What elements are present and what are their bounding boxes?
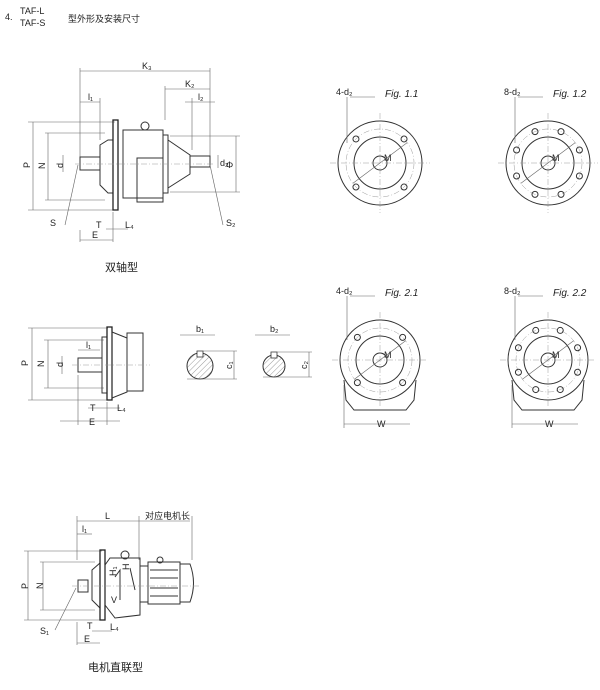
title-model-l: TAF-L <box>20 6 44 16</box>
bolt-hole <box>399 333 407 341</box>
dim-k3: K₃ <box>142 61 152 71</box>
single-shaft-drawing: P N d l₁ T L₄ E b₁ <box>20 324 312 427</box>
dim-t: T <box>87 621 93 631</box>
dim-m: M <box>552 153 560 163</box>
figure-label: Fig. 2.1 <box>385 288 418 299</box>
dim-d2: d₂ <box>220 158 229 168</box>
bolt-hole <box>532 326 540 334</box>
bolt-hole <box>574 344 582 352</box>
dim-e: E <box>92 230 98 240</box>
flange-view-1: 4-d₂ Fig. 1.1M <box>330 87 430 213</box>
dim-d: d <box>55 362 65 367</box>
dim-p: P <box>20 583 30 589</box>
bolt-hole <box>400 135 408 143</box>
sheet-title: 4. TAF-L TAF-S 型外形及安装尺寸 <box>5 6 140 28</box>
bolt-hole <box>557 190 565 198</box>
bolt-hole <box>575 146 583 154</box>
flange-view-3: 4-d₂ Fig. 2.1M W <box>332 286 428 429</box>
title-text: 型外形及安装尺寸 <box>68 13 140 24</box>
dim-m: M <box>384 350 392 360</box>
holes-label: 4-d₂ <box>336 87 353 97</box>
dim-b2: b₂ <box>270 324 279 334</box>
caption-double-shaft: 双轴型 <box>105 260 138 274</box>
dim-w: W <box>377 419 386 429</box>
figure-label: Fig. 1.2 <box>553 89 587 100</box>
dim-e: E <box>89 417 95 427</box>
dim-w: W <box>545 419 554 429</box>
dim-n: N <box>37 163 47 170</box>
dim-motor-length: 对应电机长 <box>145 510 190 521</box>
dim-l4: L₄ <box>117 403 126 413</box>
dim-t: T <box>90 403 96 413</box>
bolt-hole <box>514 344 522 352</box>
dim-l: L <box>105 511 110 521</box>
bolt-hole <box>352 183 360 191</box>
dim-l1: l₁ <box>88 92 93 102</box>
title-number: 4. <box>5 12 13 22</box>
dim-m: M <box>552 350 560 360</box>
label-s2: S₂ <box>226 218 236 228</box>
bolt-hole <box>556 326 564 334</box>
bolt-hole <box>514 368 522 376</box>
bolt-hole <box>556 386 564 394</box>
dim-l4: L₄ <box>125 220 134 230</box>
dim-v: V <box>111 595 117 605</box>
dim-e: E <box>84 634 90 644</box>
dim-m: M <box>384 153 392 163</box>
dim-k2: K₂ <box>185 79 195 89</box>
dim-l1: l₁ <box>86 340 91 350</box>
motor-direct-drawing: L 对应电机长 l₁ P N H₁ H V S₁ T L₄ <box>20 510 200 674</box>
figure-label: Fig. 2.2 <box>553 288 587 299</box>
holes-label: 8-d₂ <box>504 286 521 296</box>
bolt-hole <box>557 128 565 136</box>
bolt-hole <box>353 333 361 341</box>
holes-label: 4-d₂ <box>336 286 353 296</box>
bolt-hole <box>574 368 582 376</box>
dim-n: N <box>36 361 46 368</box>
keyway-section-2: b₂ c₂ <box>255 324 312 378</box>
bolt-hole <box>400 183 408 191</box>
dim-b1: b₁ <box>196 324 204 334</box>
dim-t: T <box>96 220 102 230</box>
bolt-hole <box>513 146 521 154</box>
double-shaft-drawing: K₃ K₂ l₁ l₂ P N d d₂ Φ S S₂ <box>22 61 240 274</box>
bolt-hole <box>399 379 407 387</box>
label-s: S <box>50 218 56 228</box>
label-s1: S₁ <box>40 626 49 636</box>
dim-n: N <box>35 583 45 590</box>
dim-l4: L₄ <box>110 622 119 632</box>
dim-l2: l₂ <box>198 92 204 102</box>
bolt-hole <box>513 172 521 180</box>
keyway-section-1: b₁ c₁ <box>180 324 237 380</box>
flange-view-4: 8-d₂ Fig. 2.2M W <box>500 286 596 429</box>
figure-label: Fig. 1.1 <box>385 89 418 100</box>
base-foot <box>343 379 417 411</box>
title-model-s: TAF-S <box>20 18 45 28</box>
dim-l1: l₁ <box>82 524 87 534</box>
flange-view-2: 8-d₂ Fig. 1.2M <box>498 87 598 213</box>
bolt-hole <box>532 386 540 394</box>
base-foot <box>511 379 585 411</box>
dim-p: P <box>22 162 32 168</box>
holes-label: 8-d₂ <box>504 87 521 97</box>
bolt-hole <box>531 128 539 136</box>
dim-p: P <box>20 360 30 366</box>
dim-h: H <box>121 564 131 571</box>
caption-motor-direct: 电机直联型 <box>88 660 143 674</box>
dim-h1: H₁ <box>108 566 118 576</box>
dim-phi: Φ <box>226 160 233 170</box>
bolt-hole <box>353 379 361 387</box>
dim-c1: c₁ <box>224 361 234 369</box>
bolt-hole <box>352 135 360 143</box>
bolt-hole <box>531 190 539 198</box>
bolt-hole <box>575 172 583 180</box>
dim-c2: c₂ <box>299 361 309 370</box>
dim-d: d <box>55 163 65 168</box>
